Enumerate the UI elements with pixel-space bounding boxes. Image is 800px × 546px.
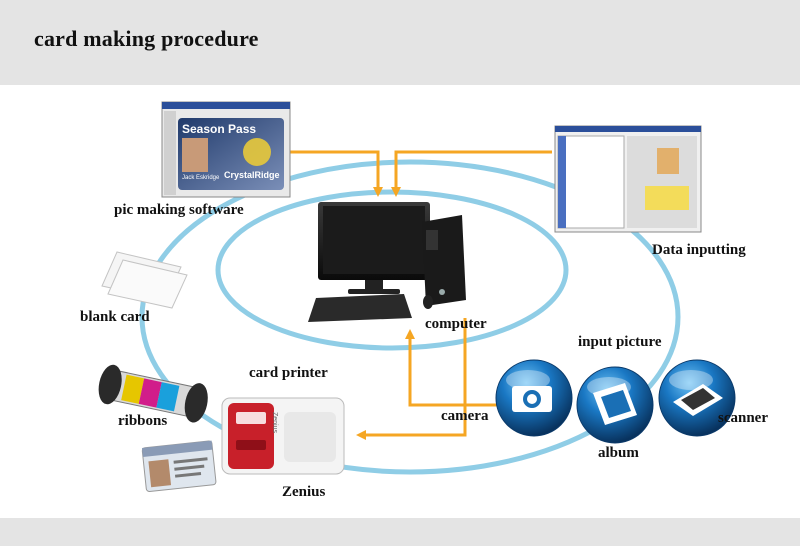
printer-image <box>221 397 345 475</box>
software-card-name: Jack Eskridge <box>182 175 220 181</box>
software-card-brand: CrystalRidge <box>224 170 280 180</box>
flow-arrows <box>290 150 552 440</box>
label-zenius: Zenius <box>282 484 326 500</box>
label-input-picture: input picture <box>578 334 662 350</box>
label-album: album <box>598 445 639 461</box>
arrow-software-to-computer <box>290 150 383 197</box>
outer-ring <box>139 159 681 475</box>
software-screenshot <box>161 101 291 198</box>
label-scanner: scanner <box>718 410 768 426</box>
software-screen-title: Season Pass <box>182 122 257 136</box>
header-band: card making procedure <box>0 0 800 85</box>
scanner-sphere <box>658 359 736 437</box>
data-screenshot <box>554 125 702 233</box>
ribbon-image <box>98 364 208 423</box>
label-computer: computer <box>425 316 487 332</box>
label-ribbons: ribbons <box>118 413 168 429</box>
label-data-inputting: Data inputting <box>652 242 746 258</box>
computer-image <box>308 202 466 322</box>
album-sphere <box>576 366 654 444</box>
label-camera: camera <box>441 408 489 424</box>
camera-sphere <box>495 359 573 437</box>
label-pic-making-software: pic making software <box>114 202 244 218</box>
arrow-computer-to-printer <box>356 318 467 440</box>
printer-brand-text: Zenius <box>271 412 278 434</box>
blank-card-image <box>101 251 188 309</box>
label-blank-card: blank card <box>80 309 150 325</box>
arrow-data-to-computer <box>391 150 552 197</box>
footer-band <box>0 518 800 546</box>
label-card-printer: card printer <box>249 365 328 381</box>
arrow-camera-to-computer <box>405 329 500 407</box>
page-title: card making procedure <box>34 26 259 51</box>
id-card-image <box>141 440 217 492</box>
